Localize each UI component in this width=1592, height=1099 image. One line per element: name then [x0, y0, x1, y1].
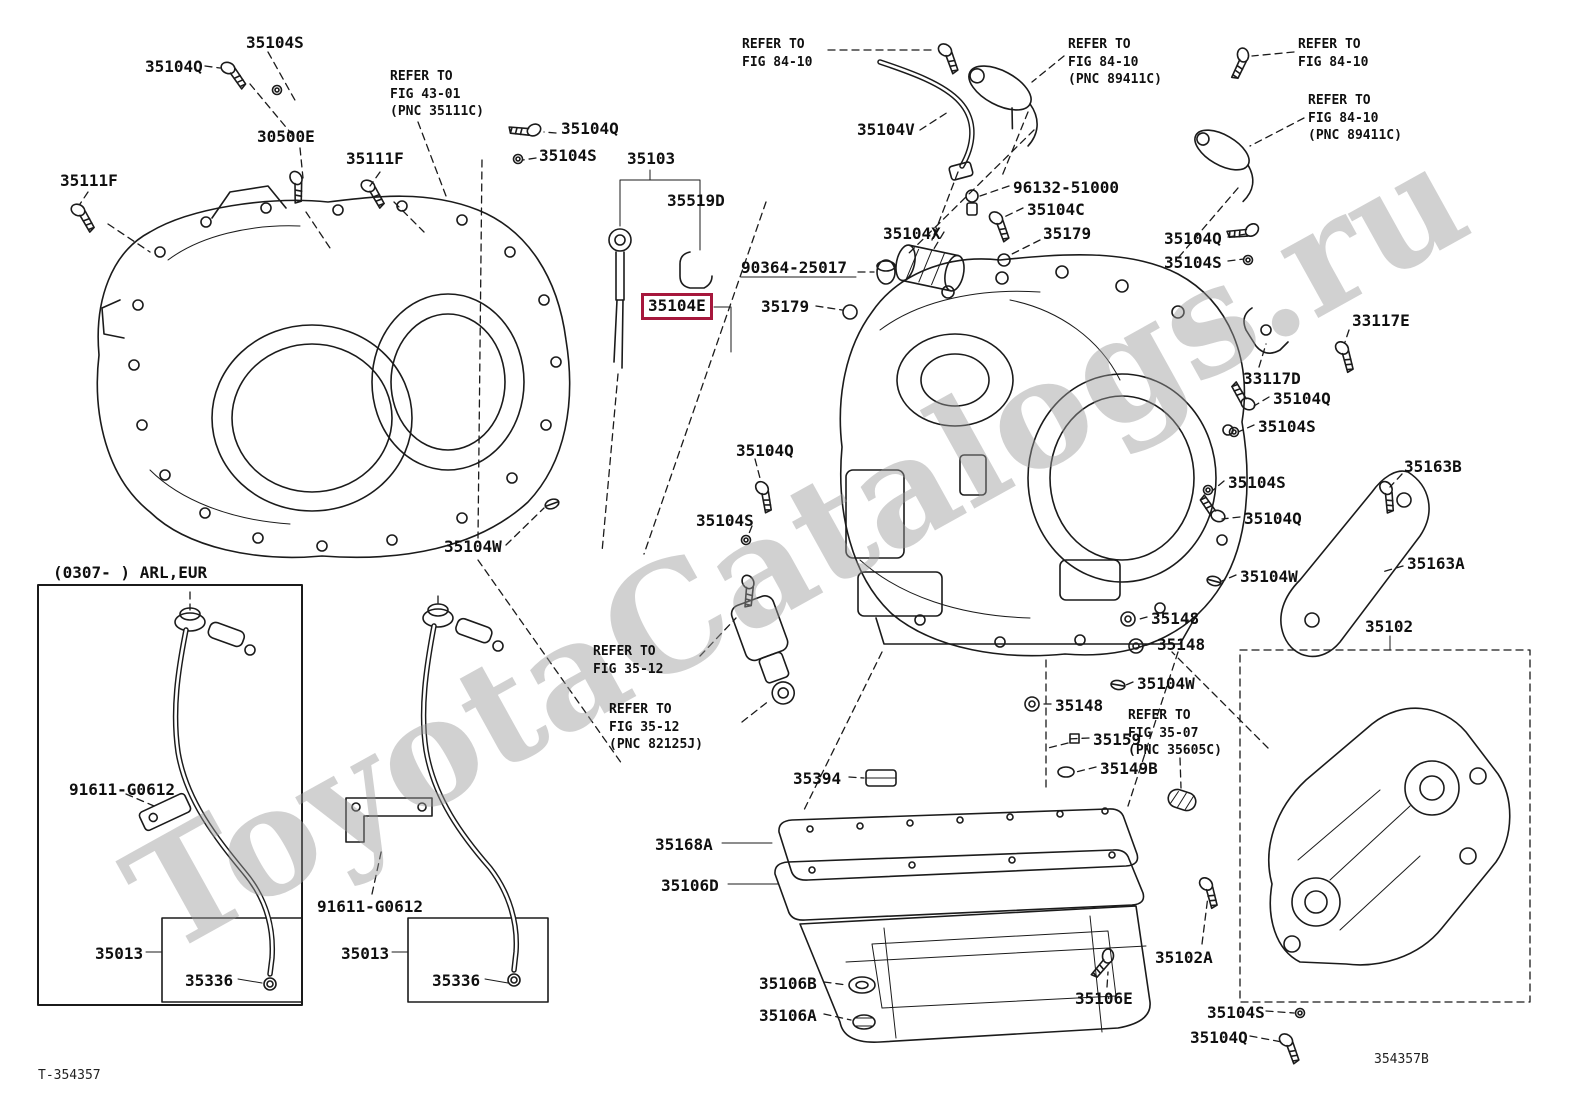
part-label-35179-18[interactable]: 35179 [1043, 224, 1092, 243]
part-label-35104e-highlighted[interactable]: 35104E [641, 293, 713, 320]
speed-sensor-a [968, 65, 1038, 147]
part-label-35104s-60[interactable]: 35104S [1207, 1003, 1265, 1022]
part-label-35104s-30[interactable]: 35104S [1228, 473, 1286, 492]
part-label-35104s-0[interactable]: 35104S [246, 33, 304, 52]
part-label-35111f-5[interactable]: 35111F [346, 149, 404, 168]
part-label-35148-39[interactable]: 35148 [1157, 635, 1206, 654]
part-label-35104q-28[interactable]: 35104Q [736, 441, 794, 460]
part-label-35104w-41[interactable]: 35104W [1137, 674, 1195, 693]
breather-hose [877, 59, 975, 181]
part-label-35104w-33[interactable]: 35104W [444, 537, 502, 556]
oil-pan-group [774, 769, 1151, 1043]
part-label-35103-7[interactable]: 35103 [627, 149, 676, 168]
construction-lines [189, 129, 1269, 811]
part-label-33117e-24[interactable]: 33117E [1352, 311, 1410, 330]
part-label-35111f-8[interactable]: 35111F [60, 171, 118, 190]
speed-sensor-b [1194, 129, 1254, 203]
part-label-35104v-13[interactable]: 35104V [857, 120, 915, 139]
part-label-35104s-20[interactable]: 35104S [1164, 253, 1222, 272]
part-label-35104q-19[interactable]: 35104Q [1164, 229, 1222, 248]
part-label-35148-37[interactable]: 35148 [1151, 609, 1200, 628]
ref-fig-84-10-b[interactable]: REFER TO FIG 84-10 (PNC 89411C) [1068, 37, 1162, 88]
middle-small-parts [842, 244, 965, 320]
solenoid-bolt [730, 572, 765, 610]
variant-note: (0307- ) ARL,EUR [53, 563, 208, 582]
part-label-35163b-29[interactable]: 35163B [1404, 457, 1462, 476]
dipstick [608, 228, 632, 369]
part-label-91611-g0612-51[interactable]: 91611-G0612 [317, 897, 423, 916]
ref-fig-35-07[interactable]: REFER TO FIG 35-07 (PNC 35605C) [1128, 708, 1222, 759]
part-label-35163a-34[interactable]: 35163A [1407, 554, 1465, 573]
mount-bracket-box [1190, 649, 1531, 1066]
part-label-35336-54[interactable]: 35336 [185, 971, 234, 990]
ref-fig-84-10-a[interactable]: REFER TO FIG 84-10 [742, 37, 813, 70]
clamp-35519d [679, 251, 713, 289]
drawing-code-left: T-354357 [38, 1068, 101, 1083]
part-label-35168a-49[interactable]: 35168A [655, 835, 713, 854]
ref-fig-84-10-c[interactable]: REFER TO FIG 84-10 [1298, 37, 1369, 70]
part-label-91611-g0612-48[interactable]: 91611-G0612 [69, 780, 175, 799]
leader-lines [79, 49, 1404, 1043]
part-label-35179-23[interactable]: 35179 [761, 297, 810, 316]
part-label-35106d-50[interactable]: 35106D [661, 876, 719, 895]
part-label-35104q-32[interactable]: 35104Q [1244, 509, 1302, 528]
part-label-30500e-3[interactable]: 30500E [257, 127, 315, 146]
part-label-35104q-26[interactable]: 35104Q [1273, 389, 1331, 408]
part-label-35104w-36[interactable]: 35104W [1240, 567, 1298, 586]
part-label-35149b-46[interactable]: 35149B [1100, 759, 1158, 778]
part-label-35013-52[interactable]: 35013 [95, 944, 144, 963]
part-label-35013-53[interactable]: 35013 [341, 944, 390, 963]
part-label-35104q-4[interactable]: 35104Q [561, 119, 619, 138]
part-label-35148-42[interactable]: 35148 [1055, 696, 1104, 715]
part-label-35104q-1[interactable]: 35104Q [145, 57, 203, 76]
part-label-35104q-61[interactable]: 35104Q [1190, 1028, 1248, 1047]
dipstick-tube-box [37, 584, 549, 1006]
ref-fig-84-10-d[interactable]: REFER TO FIG 84-10 (PNC 89411C) [1308, 93, 1402, 144]
part-label-35519d-9[interactable]: 35519D [667, 191, 725, 210]
part-label-90364-25017-21[interactable]: 90364-25017 [741, 258, 847, 277]
part-label-35102-38[interactable]: 35102 [1365, 617, 1414, 636]
part-label-35106a-59[interactable]: 35106A [759, 1006, 817, 1025]
bell-housing [96, 185, 571, 559]
solenoid [730, 595, 796, 705]
drawing-code-right: 354357B [1374, 1052, 1429, 1067]
ref-fig-43-01[interactable]: REFER TO FIG 43-01 (PNC 35111C) [390, 69, 484, 120]
hardware-top [64, 40, 1262, 267]
hardware-right [543, 307, 1430, 812]
part-label-35104x-17[interactable]: 35104X [883, 224, 941, 243]
ref-fig-35-12-b[interactable]: REFER TO FIG 35-12 (PNC 82125J) [609, 702, 703, 753]
part-label-35104c-16[interactable]: 35104C [1027, 200, 1085, 219]
part-label-35104s-31[interactable]: 35104S [696, 511, 754, 530]
part-label-35102a-56[interactable]: 35102A [1155, 948, 1213, 967]
part-label-35336-55[interactable]: 35336 [432, 971, 481, 990]
part-label-96132-51000-15[interactable]: 96132-51000 [1013, 178, 1119, 197]
part-label-35159-44[interactable]: 35159 [1093, 730, 1142, 749]
transaxle-case [839, 254, 1248, 657]
part-label-35104s-6[interactable]: 35104S [539, 146, 597, 165]
part-label-35106e-58[interactable]: 35106E [1075, 989, 1133, 1008]
part-label-35104s-27[interactable]: 35104S [1258, 417, 1316, 436]
ref-fig-35-12-a[interactable]: REFER TO FIG 35-12 [593, 644, 664, 677]
part-label-33117d-25[interactable]: 33117D [1243, 369, 1301, 388]
part-label-35394-47[interactable]: 35394 [793, 769, 842, 788]
part-label-35106b-57[interactable]: 35106B [759, 974, 817, 993]
